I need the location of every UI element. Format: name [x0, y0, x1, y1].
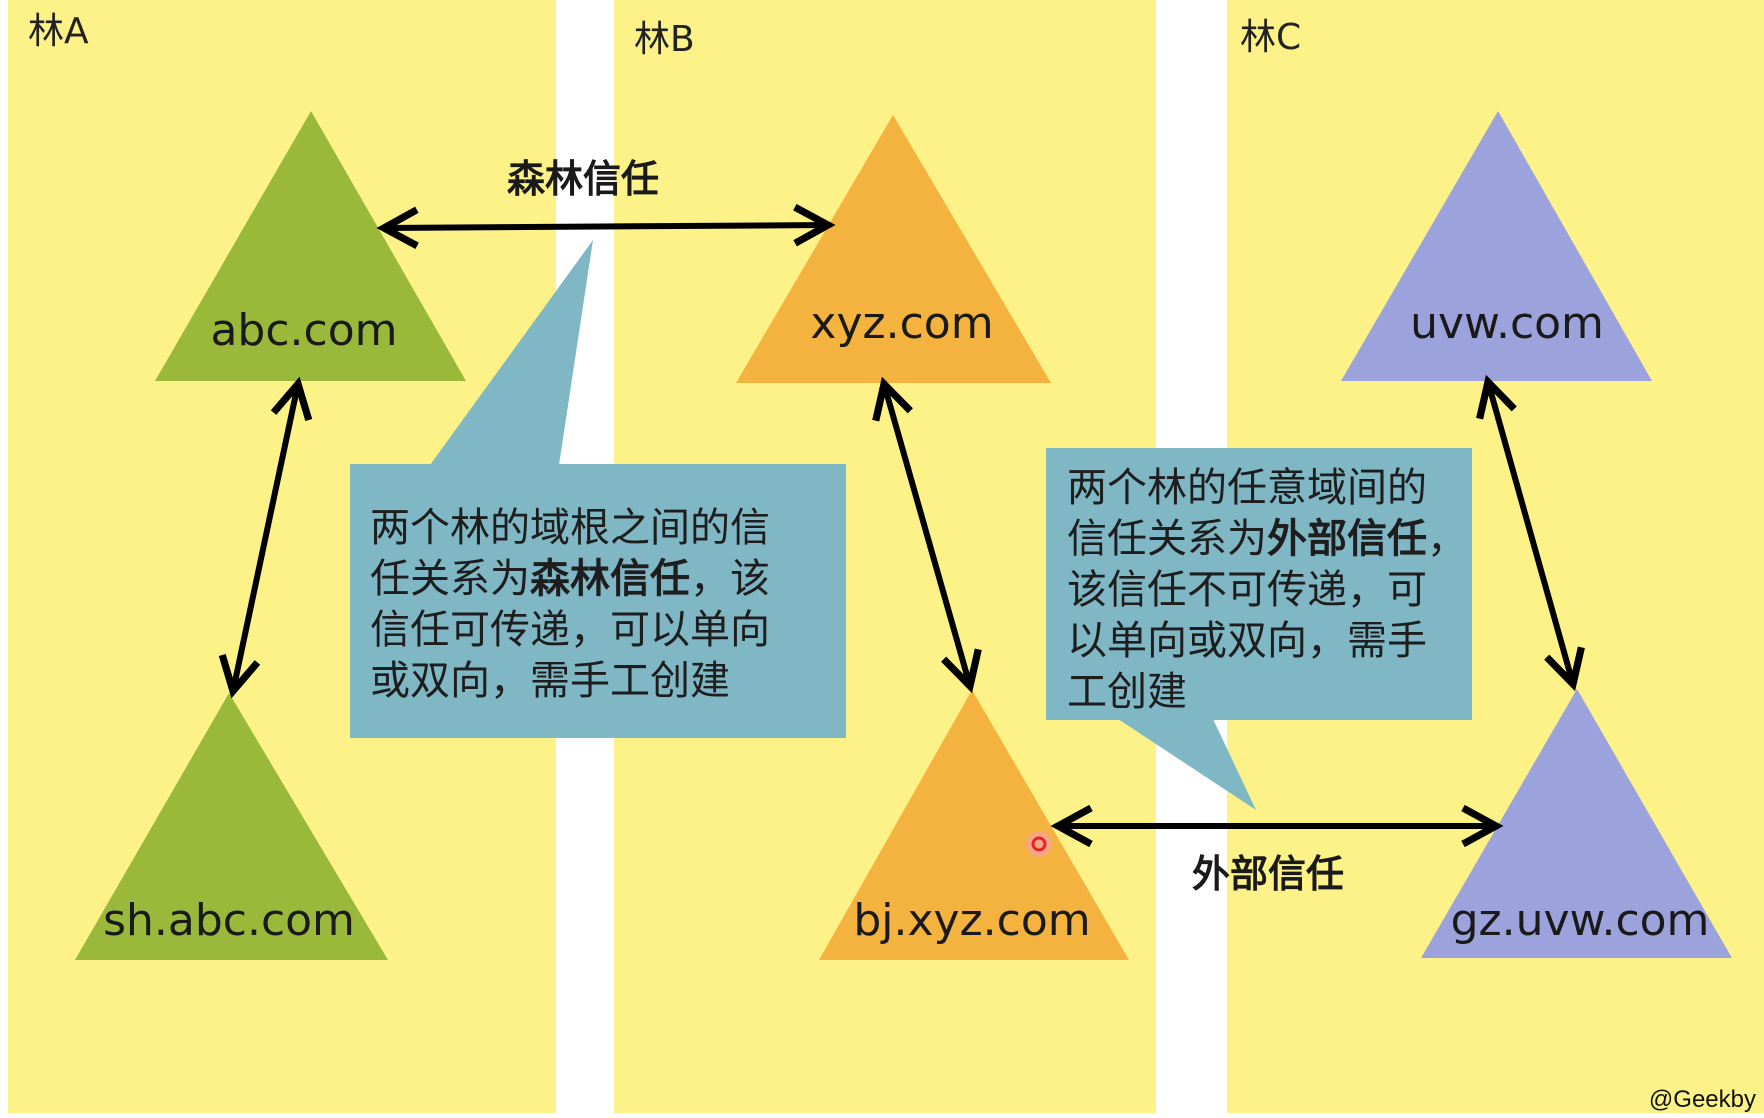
callout-external-line1: 两个林的任意域间的	[1067, 465, 1427, 511]
callout-forest-line1: 两个林的域根之间的信	[370, 505, 770, 551]
callout-external-emphasis: 外部信任	[1267, 516, 1427, 562]
domain-abc-triangle	[155, 111, 466, 381]
domain-sh-abc-label: sh.abc.com	[103, 895, 355, 946]
domain-abc-label: abc.com	[210, 305, 397, 356]
domain-gz-uvw-triangle	[1421, 689, 1732, 958]
callout-external-box	[1046, 448, 1472, 720]
domain-gz-uvw-label: gz.uvw.com	[1451, 895, 1710, 946]
domain-sh-abc-triangle	[75, 693, 388, 960]
callout-forest-pointer	[430, 240, 593, 465]
callout-forest-line4: 或双向，需手工创建	[370, 658, 730, 704]
watermark: @Geekby	[1648, 1086, 1756, 1113]
external-trust-label: 外部信任	[1192, 852, 1344, 896]
forest-trust-arrow	[376, 204, 836, 249]
callout-forest-line3: 信任可传递，可以单向	[370, 607, 770, 653]
callout-forest-line2: 任关系为森林信任，该	[370, 556, 770, 602]
arrow-uvw-gz-uvw	[1476, 374, 1585, 692]
callout-external-pointer	[1118, 719, 1256, 810]
callout-external-line5: 工创建	[1067, 669, 1187, 715]
domain-bj-xyz-triangle	[819, 690, 1129, 960]
domain-xyz-label: xyz.com	[810, 298, 993, 349]
arrow-abc-sh-abc	[218, 376, 313, 699]
forest-b-label: 林B	[634, 19, 695, 60]
callout-external-line2: 信任关系为外部信任，	[1067, 516, 1467, 562]
domain-bj-xyz-label: bj.xyz.com	[853, 895, 1090, 946]
domain-uvw-label: uvw.com	[1410, 298, 1604, 349]
domain-xyz-triangle	[736, 115, 1051, 383]
domain-uvw-triangle	[1341, 111, 1652, 381]
forest-c-label: 林C	[1240, 17, 1302, 58]
callout-external-line4: 以单向或双向，需手	[1067, 618, 1427, 664]
forest-trust-label: 森林信任	[507, 157, 659, 201]
forest-a-label: 林A	[28, 11, 89, 52]
cursor-dot-icon	[1031, 836, 1047, 852]
callout-external-line3: 该信任不可传递，可	[1067, 567, 1427, 613]
arrow-xyz-bj-xyz	[872, 376, 982, 694]
callout-forest-box	[350, 464, 846, 738]
callout-forest-text: 两个林的域根之间的信 任关系为森林信任，该 信任可传递，可以单向 或双向，需手工…	[370, 503, 810, 707]
callout-external-text: 两个林的任意域间的 信任关系为外部信任， 该信任不可传递，可 以单向或双向，需手…	[1067, 463, 1477, 718]
callout-forest-emphasis: 森林信任	[530, 556, 690, 602]
cursor-halo	[1026, 831, 1052, 857]
